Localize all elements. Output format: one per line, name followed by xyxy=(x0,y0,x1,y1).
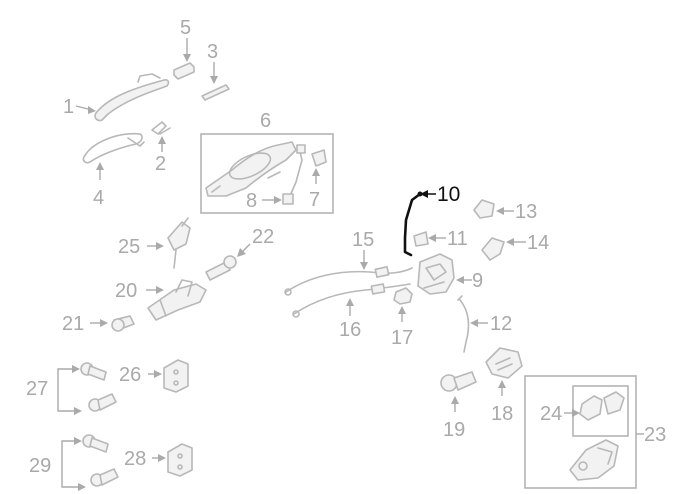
label-10[interactable]: 10 xyxy=(437,183,460,206)
label-18[interactable]: 18 xyxy=(491,403,513,425)
part-latch-23[interactable] xyxy=(569,439,619,481)
part-gasket-4[interactable] xyxy=(82,132,145,164)
label-3[interactable]: 3 xyxy=(207,41,218,63)
label-11[interactable]: 11 xyxy=(447,228,468,250)
part-wire-12[interactable] xyxy=(457,295,470,353)
label-25[interactable]: 25 xyxy=(118,236,140,258)
part-gasket-3[interactable] xyxy=(201,84,230,101)
arrow-22 xyxy=(237,248,246,257)
part-cylinder-25[interactable] xyxy=(167,217,191,269)
arrow-29a xyxy=(74,437,82,445)
part-bolt-19[interactable] xyxy=(440,371,477,392)
part-pad-5[interactable] xyxy=(173,62,195,80)
part-bracket-28[interactable] xyxy=(167,443,193,477)
label-29[interactable]: 29 xyxy=(29,455,51,477)
arrow-13 xyxy=(496,207,504,215)
part-bolt-29a[interactable] xyxy=(82,434,109,453)
label-22[interactable]: 22 xyxy=(252,226,274,248)
part-bracket-14[interactable] xyxy=(481,237,505,261)
arrow-9 xyxy=(456,276,464,284)
label-13[interactable]: 13 xyxy=(515,201,537,223)
part-bushing-17[interactable] xyxy=(393,287,413,305)
label-26[interactable]: 26 xyxy=(119,364,141,386)
part-cable-15[interactable] xyxy=(284,266,413,296)
label-8[interactable]: 8 xyxy=(246,190,257,212)
arrow-1 xyxy=(88,106,96,114)
arrow-7 xyxy=(312,168,320,176)
label-6[interactable]: 6 xyxy=(260,110,271,132)
arrow-2 xyxy=(158,136,166,144)
part-bracket-20[interactable] xyxy=(147,279,207,321)
arrow-3 xyxy=(210,76,218,84)
group-box-23 xyxy=(524,375,637,489)
arrow-5 xyxy=(183,54,191,62)
part-cable-16[interactable] xyxy=(292,283,411,318)
part-clip-11[interactable] xyxy=(413,231,429,247)
arrow-14 xyxy=(506,238,514,246)
bracket-29 xyxy=(61,440,82,488)
arrow-11 xyxy=(428,234,436,242)
arrow-27b xyxy=(74,407,82,415)
group-box-6 xyxy=(200,133,334,214)
part-bracket-26[interactable] xyxy=(163,359,189,393)
arrow-24 xyxy=(572,409,580,417)
arrow-17 xyxy=(398,306,406,314)
arrow-19 xyxy=(451,396,459,404)
part-latch-cover-24[interactable] xyxy=(579,391,625,421)
part-lock-actuator-9[interactable] xyxy=(417,253,455,295)
part-bolt-29b[interactable] xyxy=(90,468,119,487)
part-striker-18[interactable] xyxy=(485,347,523,379)
label-20[interactable]: 20 xyxy=(115,280,137,302)
part-cap-13[interactable] xyxy=(473,199,495,219)
arrow-8 xyxy=(274,196,282,204)
arrow-27a xyxy=(72,365,80,373)
label-21[interactable]: 21 xyxy=(62,313,84,335)
part-bolt-27b[interactable] xyxy=(88,393,117,412)
arrow-15 xyxy=(360,262,368,270)
part-outside-handle[interactable] xyxy=(94,73,170,122)
part-bolt-21[interactable] xyxy=(111,315,135,332)
label-24[interactable]: 24 xyxy=(540,403,562,425)
arrow-20 xyxy=(156,286,164,294)
label-27[interactable]: 27 xyxy=(26,378,48,400)
part-clip-7[interactable] xyxy=(311,149,327,167)
arrow-4 xyxy=(96,162,104,170)
arrow-28 xyxy=(158,454,166,462)
label-28[interactable]: 28 xyxy=(124,448,146,470)
arrow-10 xyxy=(420,190,428,198)
label-14[interactable]: 14 xyxy=(527,232,549,254)
arrow-26 xyxy=(154,370,162,378)
label-9[interactable]: 9 xyxy=(472,270,483,292)
label-17[interactable]: 17 xyxy=(391,327,413,349)
arrow-16 xyxy=(346,298,354,306)
arrow-29b xyxy=(78,483,86,491)
part-bolt-27a[interactable] xyxy=(80,362,107,381)
part-bolt-22[interactable] xyxy=(205,255,237,281)
bracket-27 xyxy=(57,368,78,412)
arrow-25 xyxy=(156,242,164,250)
part-handle-bracket-6[interactable] xyxy=(205,141,297,197)
arrow-18 xyxy=(498,380,506,388)
label-7[interactable]: 7 xyxy=(309,189,320,211)
label-16[interactable]: 16 xyxy=(339,319,361,341)
part-clip-2[interactable] xyxy=(151,121,171,135)
label-5[interactable]: 5 xyxy=(180,17,191,39)
label-2[interactable]: 2 xyxy=(155,153,166,175)
label-4[interactable]: 4 xyxy=(93,187,104,209)
label-23[interactable]: 23 xyxy=(644,424,666,446)
label-1[interactable]: 1 xyxy=(63,96,74,118)
label-15[interactable]: 15 xyxy=(352,229,374,251)
arrow-21 xyxy=(100,319,108,327)
label-12[interactable]: 12 xyxy=(490,313,512,335)
arrow-12 xyxy=(470,319,478,327)
part-rod-8[interactable] xyxy=(282,144,306,205)
label-19[interactable]: 19 xyxy=(443,419,465,441)
